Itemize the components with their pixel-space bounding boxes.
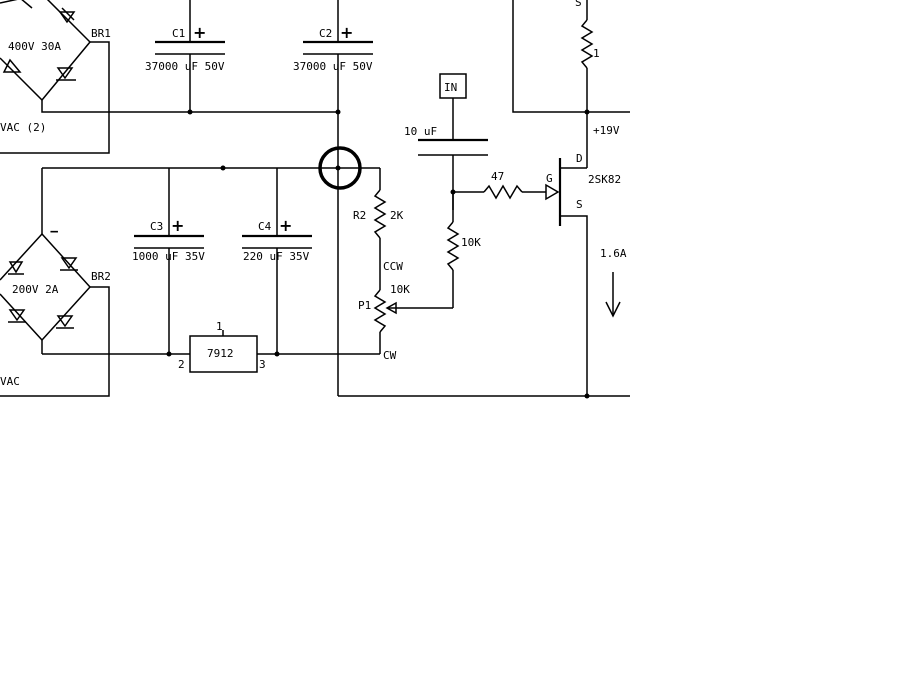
ac-input-wire-top <box>0 41 110 154</box>
p1-name: P1 <box>358 299 371 312</box>
c4-plus: + <box>279 216 292 235</box>
c4-value: 220 uF 35V <box>243 250 310 263</box>
resistor-10k <box>446 221 460 271</box>
c3-name: C3 <box>150 220 163 233</box>
r10k-label: 10K <box>461 236 481 249</box>
cap10-label: 10 uF <box>404 125 437 138</box>
regulator-pin3: 3 <box>259 358 266 371</box>
br2-name-label: BR2 <box>91 270 111 283</box>
c3-value: 1000 uF 35V <box>132 250 205 263</box>
potentiometer-p1 <box>373 289 387 333</box>
vac-bottom-label: VAC <box>0 375 20 388</box>
br2-voltage-label: 200V 2A <box>12 283 59 296</box>
c1-value: 37000 uF 50V <box>145 60 225 73</box>
gate-label: G <box>546 172 553 185</box>
regulator-label: 7912 <box>207 347 234 360</box>
capacitor-c1 <box>155 0 225 115</box>
c2-name: C2 <box>319 27 332 40</box>
ac-input-wire-bottom <box>0 286 110 397</box>
regulator-pin1: 1 <box>216 320 223 333</box>
p1-value: 10K <box>390 283 410 296</box>
c3-plus: + <box>171 216 184 235</box>
source-label: S <box>576 198 583 211</box>
in-label: IN <box>444 81 457 94</box>
c4-name: C4 <box>258 220 272 233</box>
ccw-label: CCW <box>383 260 403 273</box>
c1-name: C1 <box>172 27 185 40</box>
r2-name: R2 <box>353 209 366 222</box>
br2-minus: − <box>50 224 58 240</box>
c2-plus: + <box>340 23 353 42</box>
top-s-label: S <box>575 0 582 9</box>
top-resistor-label: 1 <box>593 47 600 60</box>
plus19v-label: +19V <box>593 124 620 137</box>
r2-value: 2K <box>390 209 404 222</box>
regulator-pin2: 2 <box>178 358 185 371</box>
resistor-r2 <box>373 189 387 239</box>
c1-plus: + <box>193 23 206 42</box>
capacitor-c4 <box>242 168 312 357</box>
mosfet-2sk82 <box>545 158 588 396</box>
r47-label: 47 <box>491 170 504 183</box>
cw-label: CW <box>383 349 397 362</box>
br1-name-label: BR1 <box>91 27 111 40</box>
c2-value: 37000 uF 50V <box>293 60 373 73</box>
current-label: 1.6A <box>600 247 627 260</box>
drain-label: D <box>576 152 583 165</box>
capacitor-c2 <box>303 0 373 396</box>
top-right-supply <box>512 0 630 168</box>
br1-voltage-label: 400V 30A <box>8 40 61 53</box>
bridge-rectifier-br2 <box>0 168 92 342</box>
mosfet-label: 2SK82 <box>588 173 621 186</box>
vac-top-label: VAC (2) <box>0 121 46 134</box>
resistor-47 <box>483 184 523 200</box>
